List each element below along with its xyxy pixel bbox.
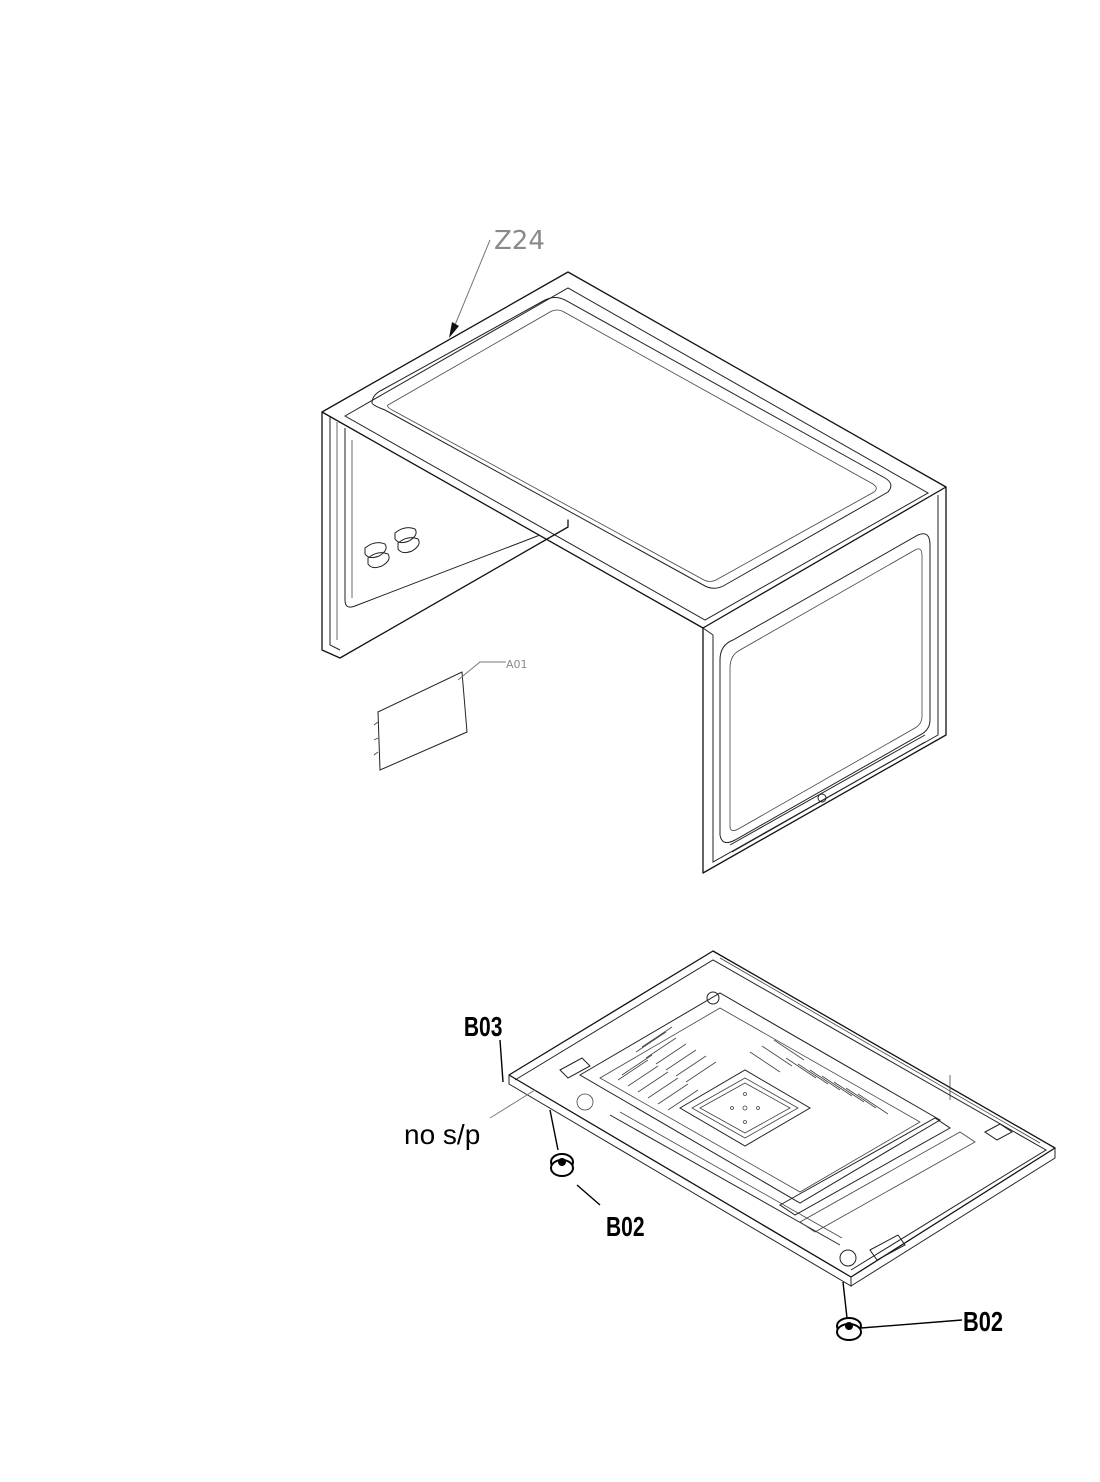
cover-plate-a01: A01: [373, 658, 528, 771]
label-b03: B03: [464, 1012, 503, 1043]
note-no-sp: no s/p: [404, 1089, 536, 1150]
outer-case-z24: [321, 271, 947, 874]
callout-b02-left: B02: [576, 1184, 645, 1243]
base-plate: [508, 950, 1056, 1287]
label-z24: Z24: [494, 226, 545, 256]
label-b02-left: B02: [606, 1212, 645, 1243]
label-no-sp: no s/p: [404, 1119, 480, 1150]
callout-z24: Z24: [449, 226, 545, 338]
callout-b02-right: B02: [860, 1306, 1003, 1338]
label-b02-right: B02: [963, 1306, 1003, 1337]
label-a01: A01: [506, 658, 528, 671]
foot-right-b02: [836, 1281, 862, 1341]
foot-left-b02: [549, 1109, 574, 1177]
callout-b03: B03: [464, 1012, 504, 1083]
